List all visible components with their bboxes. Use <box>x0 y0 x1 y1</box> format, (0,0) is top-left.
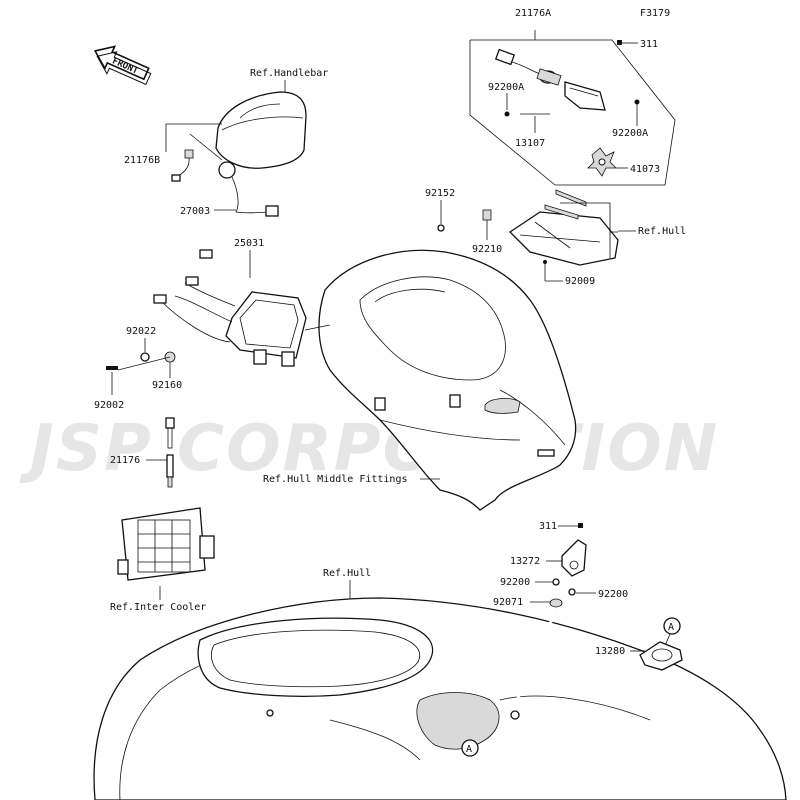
bolt-311-bottom <box>578 523 583 528</box>
bolt-92002 <box>106 366 118 370</box>
ref-handlebar-label: Ref.Handlebar <box>250 68 328 79</box>
grommet-92071 <box>549 598 563 608</box>
part-13272-label: 13272 <box>510 556 540 567</box>
sensor-21176 <box>165 417 175 488</box>
bolt-311-top <box>617 40 622 45</box>
part-311-top-label: 311 <box>640 39 658 50</box>
meter-25031 <box>153 249 307 367</box>
callout-a-bottom: A <box>461 739 479 757</box>
hull-middle-fittings <box>318 249 577 511</box>
handlebar-pad <box>215 91 307 169</box>
nut-92152 <box>437 224 445 232</box>
part-21176A-label: 21176A <box>515 8 551 19</box>
part-92160-label: 92160 <box>152 380 182 391</box>
part-41073-label: 41073 <box>630 164 660 175</box>
switch-21176B <box>171 149 194 182</box>
figure-code: F3179 <box>640 8 670 19</box>
ref-hull-bottom-label: Ref.Hull <box>323 568 371 579</box>
washer-92200-right <box>568 588 576 596</box>
harness-27003 <box>218 161 279 217</box>
svg-text:A: A <box>668 622 674 633</box>
part-92200-right-label: 92200 <box>598 589 628 600</box>
part-92200A-right-label: 92200A <box>612 128 648 139</box>
part-21176-label: 21176 <box>110 455 140 466</box>
bracket-13272 <box>561 539 587 577</box>
switch-assembly-box <box>469 30 676 186</box>
part-92152-label: 92152 <box>425 188 455 199</box>
dash-bracket <box>508 189 619 266</box>
callout-a-top: A <box>663 617 681 635</box>
svg-text:A: A <box>466 744 472 755</box>
part-311-bottom-label: 311 <box>539 521 557 532</box>
part-92200-left-label: 92200 <box>500 577 530 588</box>
watermark: JSP CORPORATION <box>19 412 719 486</box>
ref-hull-middle-label: Ref.Hull Middle Fittings <box>263 474 408 485</box>
switch-harness <box>494 48 606 111</box>
part-92210-label: 92210 <box>472 244 502 255</box>
clip-92210 <box>482 209 492 221</box>
cap-13280 <box>639 641 683 671</box>
part-92009-label: 92009 <box>565 276 595 287</box>
washer-92200-left <box>552 578 560 586</box>
part-92002-label: 92002 <box>94 400 124 411</box>
ref-inter-cooler-label: Ref.Inter Cooler <box>110 602 206 613</box>
part-92022-label: 92022 <box>126 326 156 337</box>
part-92200A-left-label: 92200A <box>488 82 524 93</box>
filler-tube <box>513 609 558 706</box>
washer-92022 <box>140 352 150 362</box>
part-92071-label: 92071 <box>493 597 523 608</box>
part-21176B-label: 21176B <box>124 155 160 166</box>
ref-hull-top-label: Ref.Hull <box>638 226 686 237</box>
inter-cooler <box>117 507 215 581</box>
part-13107-label: 13107 <box>515 138 545 149</box>
part-25031-label: 25031 <box>234 238 264 249</box>
hull-bottom <box>93 597 787 800</box>
part-27003-label: 27003 <box>180 206 210 217</box>
part-13280-label: 13280 <box>595 646 625 657</box>
front-arrow-icon: FRONT <box>93 45 152 86</box>
knob-41073 <box>587 147 617 177</box>
